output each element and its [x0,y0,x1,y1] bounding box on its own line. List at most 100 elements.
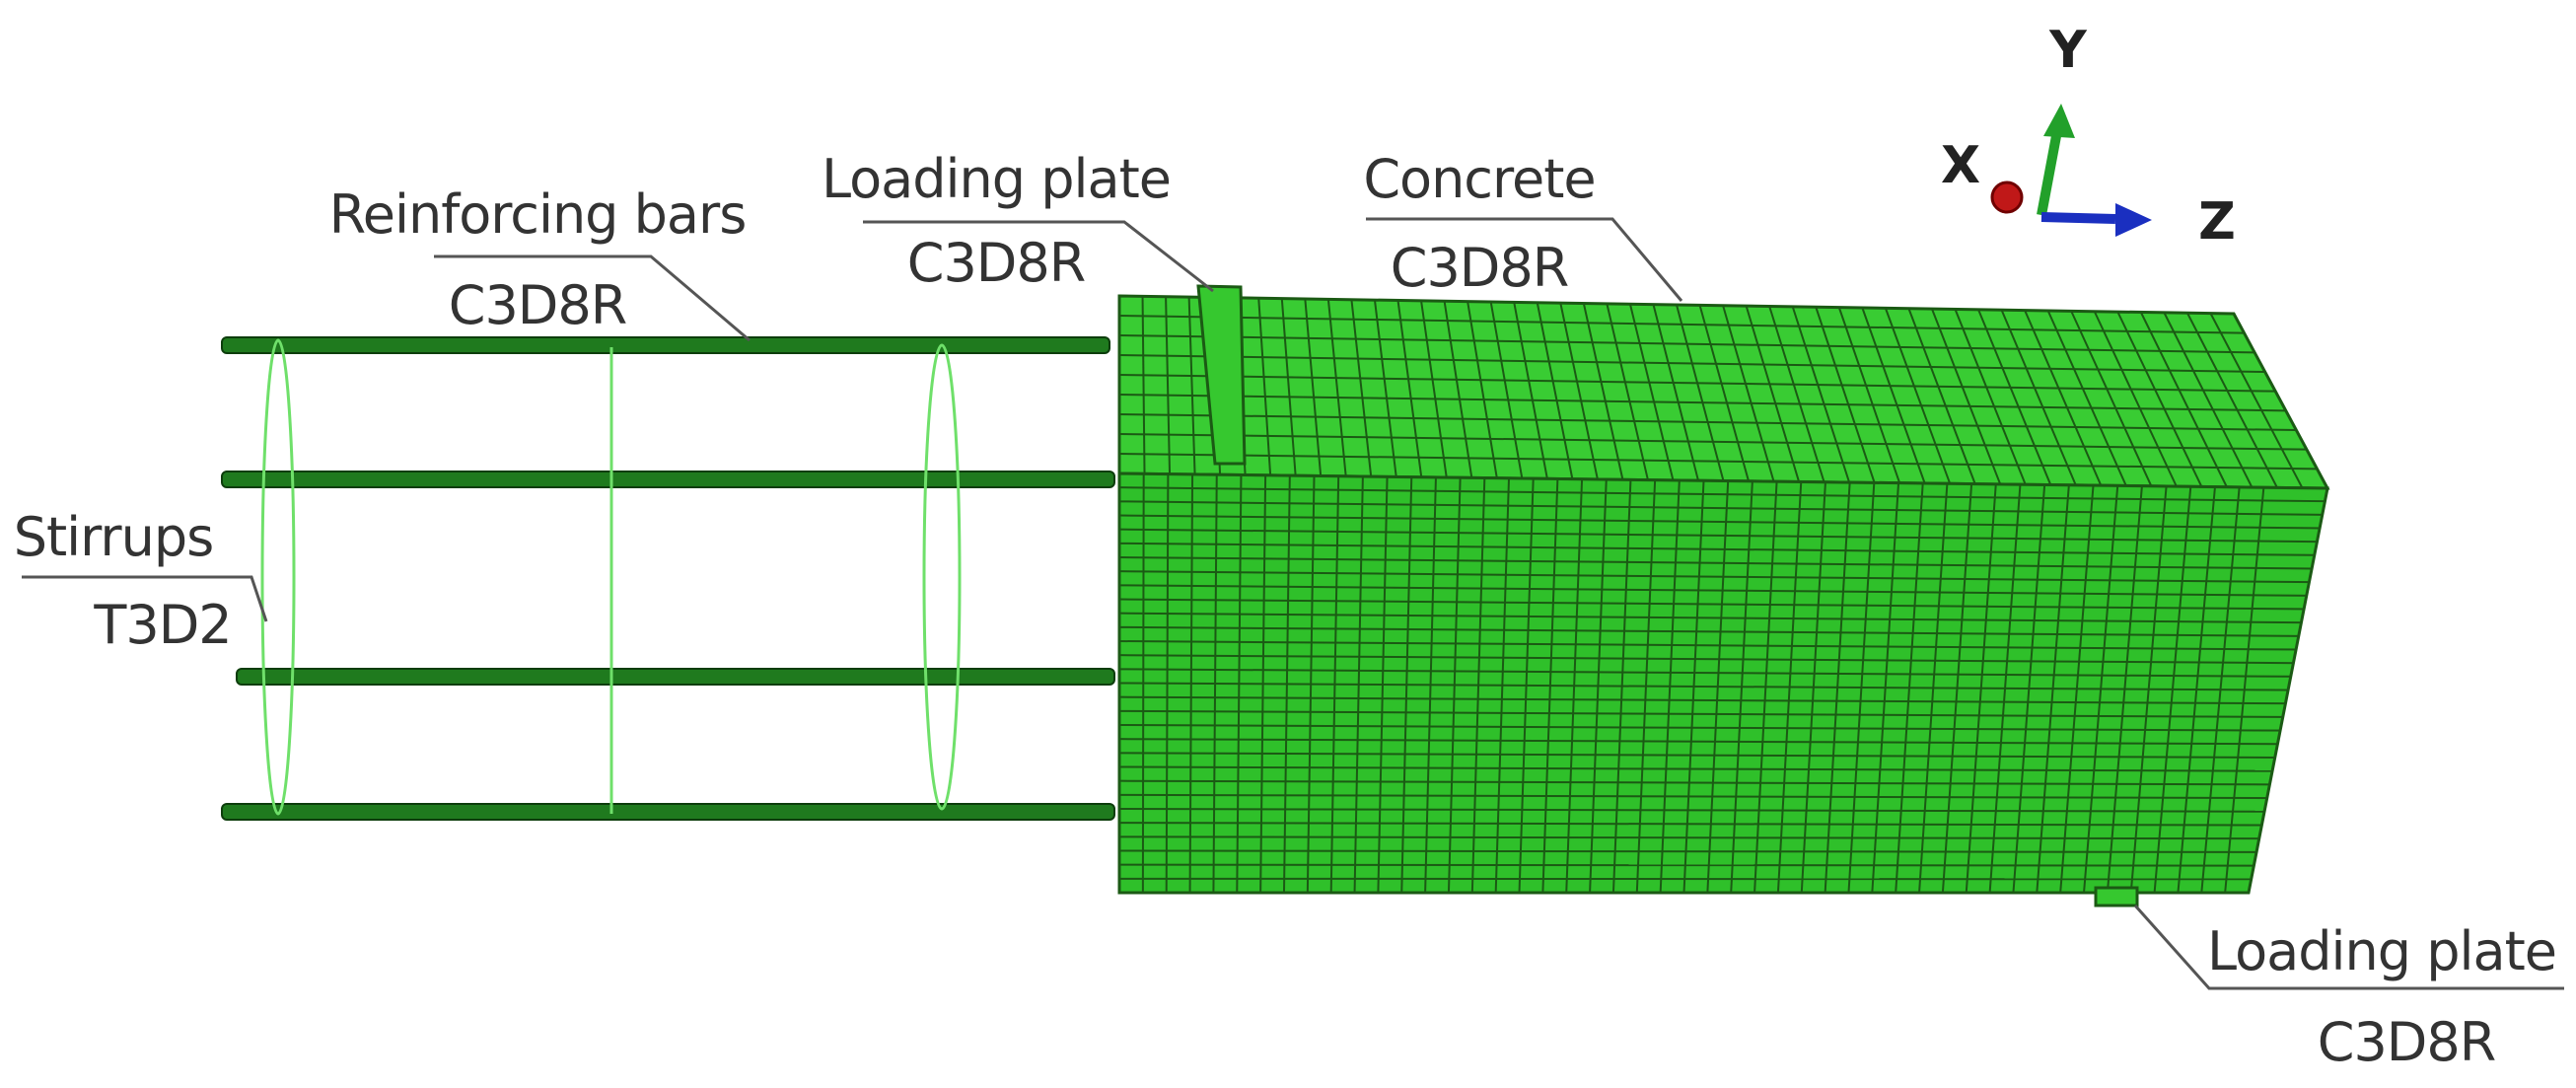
mesh-top-vertical [1443,301,1473,478]
mesh-top-vertical [2209,313,2304,488]
mesh-top-vertical [1489,301,1524,479]
axis-y-label: Y [2048,21,2088,80]
mesh-top-vertical [1745,305,1801,482]
label-loading-plate-top-element: C3D8R [907,232,1086,294]
mesh-front-horizontal [1119,612,2327,624]
label-loading-plate-bottom-name: Loading plate [2207,920,2556,982]
mesh-top-vertical [1861,307,1926,484]
axis-triad: Y X Z [1941,21,2236,252]
mesh-top-vertical [1582,303,1624,480]
mesh-front-horizontal [1119,709,2327,719]
rebar-4 [221,803,1115,821]
label-reinforcing-bars-name: Reinforcing bars [329,183,747,246]
stirrup-3 [922,343,962,811]
mesh-front-horizontal [1119,556,2327,570]
mesh-top-vertical [1931,308,2002,485]
mesh-top-vertical [1698,305,1750,482]
mesh-front-horizontal [1119,738,2327,746]
mesh-top-vertical [2093,311,2178,487]
mesh-top-horizontal [1119,433,2307,451]
axis-x-origin [1990,181,2024,214]
mesh-top-vertical [1420,300,1448,478]
mesh-front-horizontal [1119,514,2327,530]
rebar-1 [221,336,1110,354]
mesh-top-vertical [1722,305,1775,482]
rebar-3 [236,668,1115,686]
mesh-front-horizontal [1119,682,2327,691]
label-stirrups-name: Stirrups [14,506,214,568]
mesh-front-horizontal [1119,654,2327,665]
mesh-top-horizontal [1119,394,2286,412]
mesh-top-vertical [1837,307,1901,484]
mesh-front-horizontal [1119,822,2327,827]
mesh-front-horizontal [1119,640,2327,651]
axis-y-arrowhead [2043,104,2075,138]
loading-plate-top [1196,284,1247,466]
label-loading-plate-bottom-element: C3D8R [2318,1011,2496,1073]
mesh-front-horizontal [1119,724,2327,732]
mesh-top-vertical [1467,301,1498,478]
mesh-top-vertical [2000,309,2077,486]
mesh-front-horizontal [1119,877,2327,881]
mesh-top-horizontal [1119,315,2245,334]
mesh-top-vertical [1187,297,1196,474]
label-loading-plate-top: Loading plate C3D8R [822,148,1172,294]
mesh-front-horizontal [1119,528,2327,544]
mesh-top-vertical [1652,304,1699,481]
stirrups [260,338,962,816]
label-concrete-name: Concrete [1363,148,1595,210]
mesh-top-vertical [1513,302,1548,479]
label-concrete: Concrete C3D8R [1363,148,1596,299]
label-loading-plate-bottom: Loading plate C3D8R [2207,920,2557,1073]
axis-z-arrowhead [2115,203,2152,237]
mesh-top-vertical [1768,306,1825,483]
mesh-front-horizontal [1119,765,2327,772]
mesh-top-vertical [1280,298,1297,476]
label-loading-plate-top-name: Loading plate [822,148,1171,210]
mesh-front-horizontal [1119,808,2327,813]
mesh-top-vertical [1257,298,1272,475]
mesh-top-vertical [1791,306,1851,483]
mesh-top-horizontal [1119,354,2265,373]
reinforcing-bars [221,336,1115,821]
mesh-top-vertical [1350,299,1373,477]
rebar-2 [221,471,1115,488]
mesh-top-vertical [1977,309,2052,485]
mesh-top-vertical [2139,312,2228,488]
mesh-front-horizontal [1119,542,2327,557]
mesh-front-horizontal [1119,835,2327,840]
mesh-top-vertical [2116,311,2203,487]
mesh-front-horizontal [1119,863,2327,867]
leader-stirrups [22,575,268,622]
mesh-top-vertical [1396,300,1423,477]
mesh-front-horizontal [1119,668,2327,679]
mesh-top-vertical [1907,308,1976,484]
mesh-top-vertical [2163,312,2254,488]
mesh-top-vertical [1373,300,1397,477]
mesh-top-vertical [2186,312,2278,488]
loading-plate-bottom [2094,886,2139,907]
stirrup-1 [260,338,296,816]
mesh-front-horizontal [1119,486,2327,503]
mesh-front-horizontal [1119,793,2327,800]
mesh-top-vertical [1606,303,1649,480]
concrete-block [1117,284,2330,907]
mesh-front-horizontal [1119,598,2327,611]
axis-z-line [2040,212,2116,224]
mesh-top-vertical [1815,306,1876,483]
mesh-top-horizontal [1119,453,2318,471]
mesh-top-vertical [1165,296,1172,474]
mesh-top-vertical [1536,302,1574,479]
mesh-front-horizontal [1119,584,2327,598]
mesh-front-horizontal [1119,625,2327,638]
leader-reinforcing-bars [434,254,751,342]
label-stirrups: Stirrups T3D2 [14,506,233,656]
mesh-top-horizontal [1119,413,2297,431]
mesh-top-vertical [2046,310,2127,486]
mesh-top-vertical [2024,310,2103,486]
mesh-top-vertical [1141,296,1146,474]
axis-x-label: X [1941,136,1980,195]
mesh-top-vertical [1304,298,1323,476]
leader-concrete [1366,217,1683,302]
